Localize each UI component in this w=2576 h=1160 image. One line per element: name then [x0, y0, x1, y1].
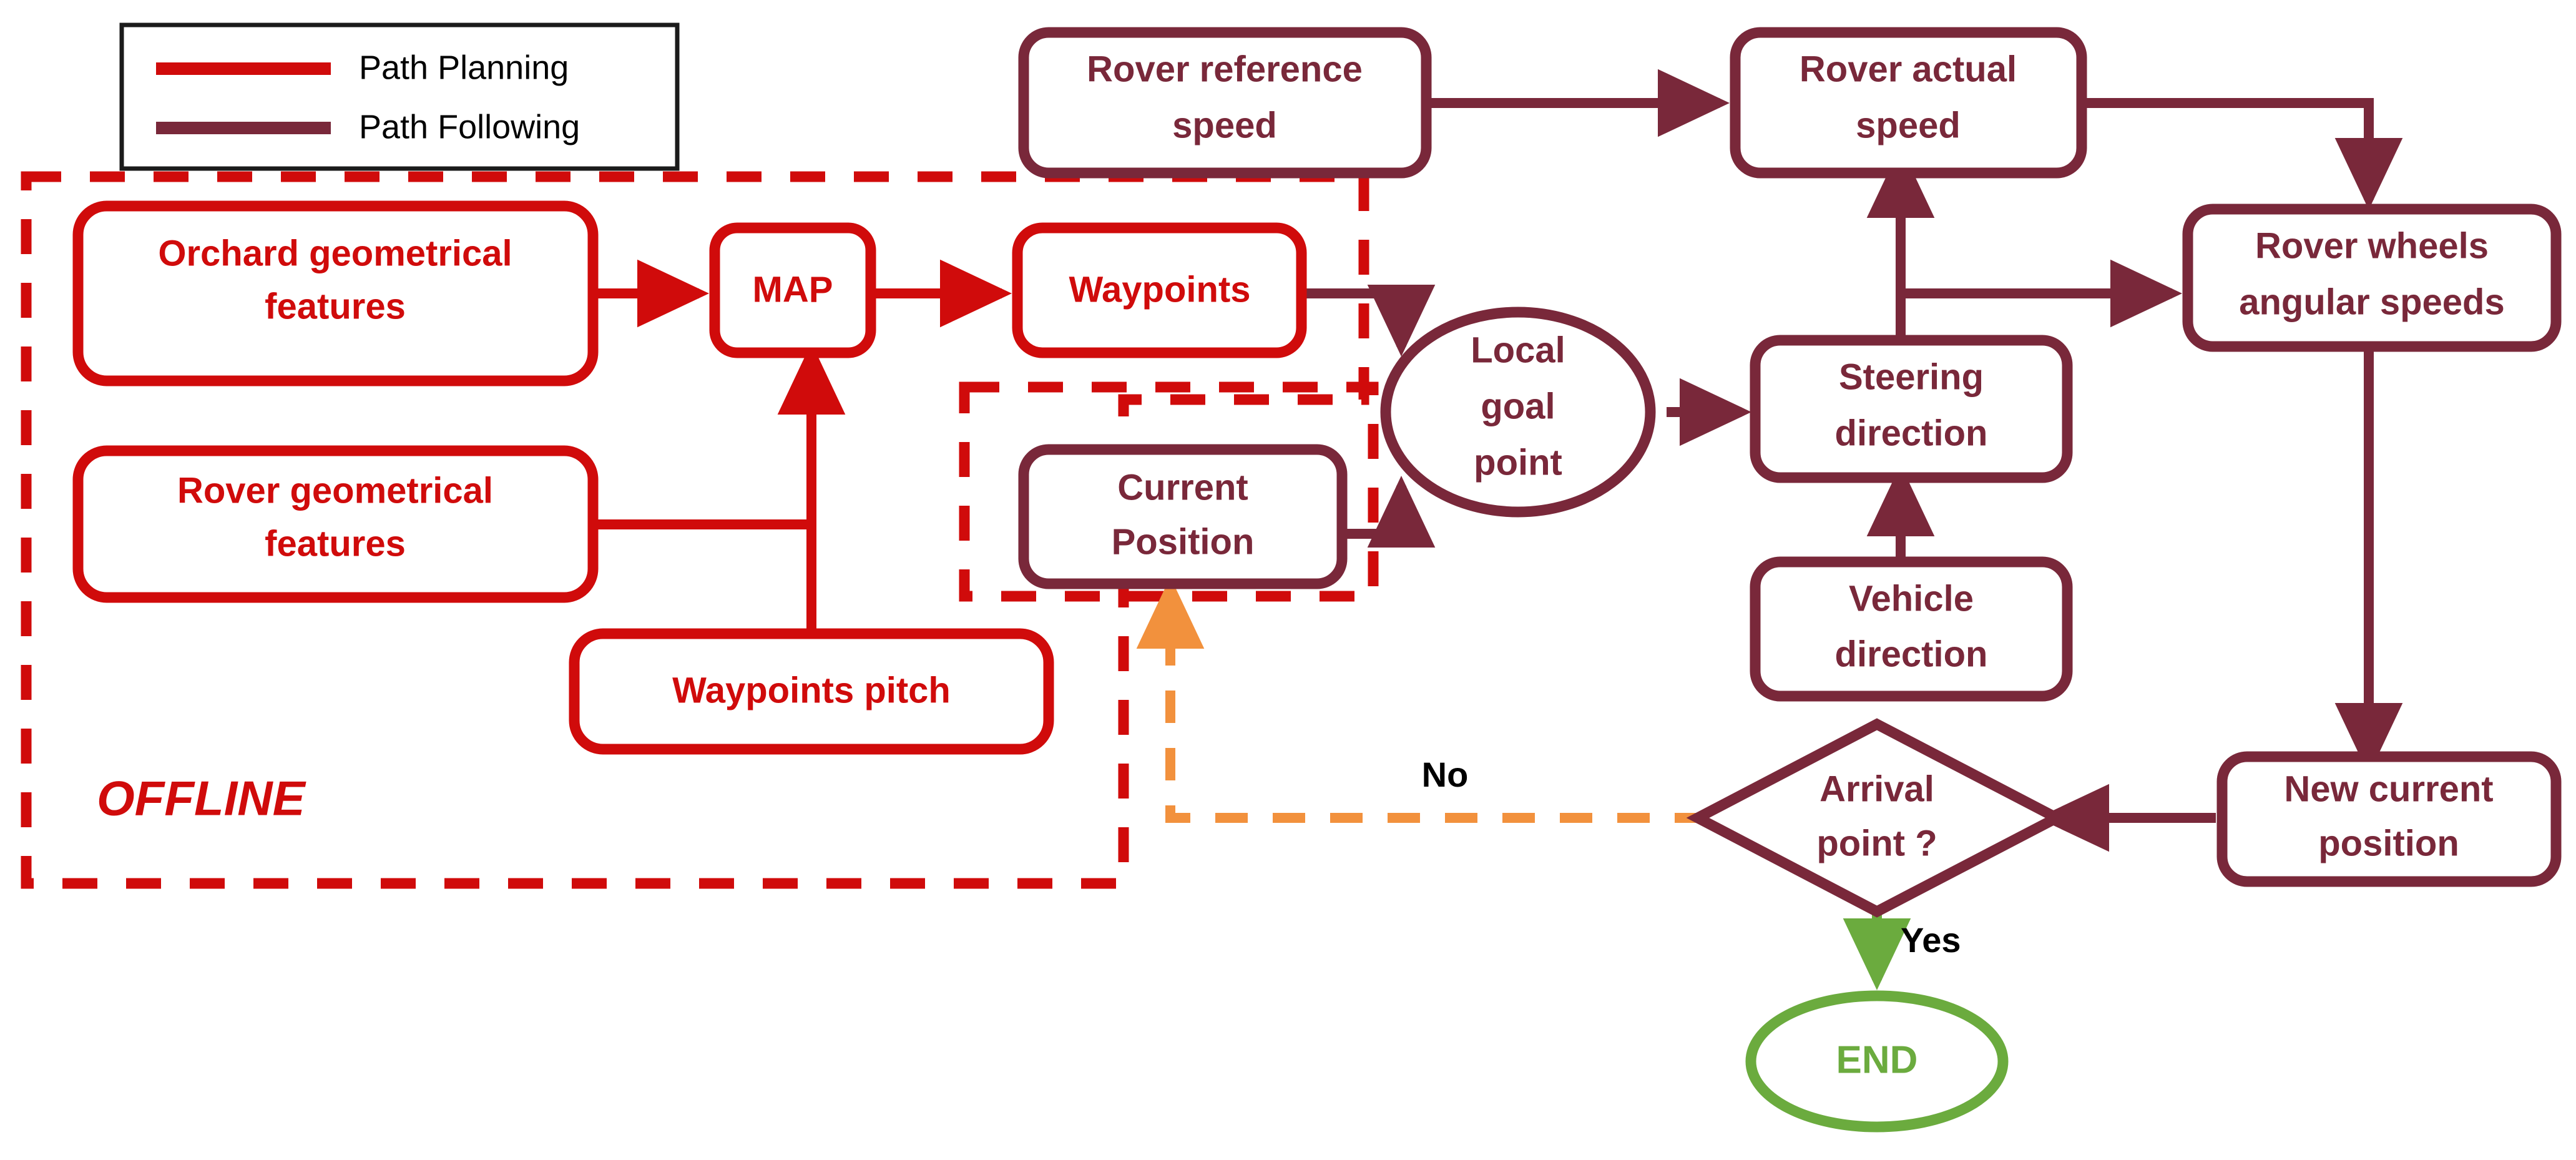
node-rover-actual-speed[interactable]: Rover actual speed — [1730, 27, 2087, 179]
node-waypoints-pitch[interactable]: Waypoints pitch — [569, 628, 1054, 755]
edge-arrival-point-no-to-current-position — [1136, 576, 1707, 823]
legend: Path Planning Path Following — [119, 22, 680, 171]
legend-item-path-planning: Path Planning — [156, 49, 569, 86]
edge-label-yes: Yes — [1901, 920, 1961, 960]
current-position-label-1: Current — [1117, 467, 1248, 508]
arrival-point-label-1: Arrival — [1819, 769, 1934, 809]
node-rover-geometrical-features[interactable]: Rover geometrical features — [72, 445, 599, 603]
node-local-goal-point[interactable]: Local goal point — [1380, 307, 1656, 518]
node-end[interactable]: END — [1745, 990, 2009, 1133]
current-position-label-2: Position — [1112, 521, 1255, 562]
node-vehicle-direction[interactable]: Vehicle direction — [1750, 556, 2073, 702]
node-arrival-point[interactable]: Arrival point ? — [1686, 718, 2069, 918]
rover-reference-speed-label-2: speed — [1172, 105, 1277, 145]
rover-actual-speed-label-2: speed — [1856, 105, 1961, 145]
vehicle-direction-label-2: direction — [1835, 634, 1988, 674]
waypoints-pitch-label: Waypoints pitch — [672, 670, 951, 710]
edge-actual-speed-to-rover-wheels — [2082, 98, 2403, 210]
arrival-point-label-2: point ? — [1816, 823, 1937, 863]
new-current-position-label-2: position — [2318, 823, 2459, 863]
steering-direction-label-1: Steering — [1839, 356, 1984, 397]
local-goal-point-label-1: Local — [1471, 330, 1565, 370]
node-map[interactable]: MAP — [709, 222, 876, 358]
rover-wheels-angular-speeds-label-1: Rover wheels — [2255, 225, 2489, 266]
local-goal-point-label-2: goal — [1481, 386, 1555, 426]
rover-reference-speed-label-1: Rover reference — [1087, 49, 1363, 89]
waypoints-label: Waypoints — [1069, 269, 1250, 310]
vehicle-direction-label-1: Vehicle — [1849, 578, 1974, 619]
node-rover-wheels-angular-speeds[interactable]: Rover wheels angular speeds — [2182, 204, 2562, 352]
rover-actual-speed-label-1: Rover actual — [1800, 49, 2017, 89]
steering-direction-label-2: direction — [1835, 413, 1988, 453]
node-new-current-position[interactable]: New current position — [2216, 751, 2562, 887]
node-waypoints[interactable]: Waypoints — [1012, 222, 1307, 358]
new-current-position-label-1: New current — [2284, 769, 2493, 809]
end-label: END — [1836, 1038, 1918, 1081]
node-current-position[interactable]: Current Position — [1018, 444, 1348, 589]
node-steering-direction[interactable]: Steering direction — [1750, 335, 2073, 483]
map-label: MAP — [753, 269, 833, 310]
rover-geometrical-features-label-2: features — [265, 523, 406, 564]
online-inner-group-boundary — [959, 381, 1379, 602]
local-goal-point-label-3: point — [1474, 442, 1562, 483]
orchard-geometrical-features-label-1: Orchard geometrical — [158, 233, 512, 273]
rover-geometrical-features-label-1: Rover geometrical — [177, 470, 493, 511]
orchard-geometrical-features-label-2: features — [265, 286, 406, 327]
legend-label-path-planning: Path Planning — [359, 49, 569, 86]
legend-item-path-following: Path Following — [156, 108, 580, 145]
edge-label-no: No — [1422, 755, 1469, 794]
legend-label-path-following: Path Following — [359, 108, 580, 145]
rover-wheels-angular-speeds-label-2: angular speeds — [2239, 282, 2504, 322]
node-rover-reference-speed[interactable]: Rover reference speed — [1018, 27, 1432, 179]
node-orchard-geometrical-features[interactable]: Orchard geometrical features — [72, 200, 599, 386]
edge-current-position-to-local-goal — [1345, 475, 1436, 548]
offline-group-label: OFFLINE — [97, 771, 306, 826]
